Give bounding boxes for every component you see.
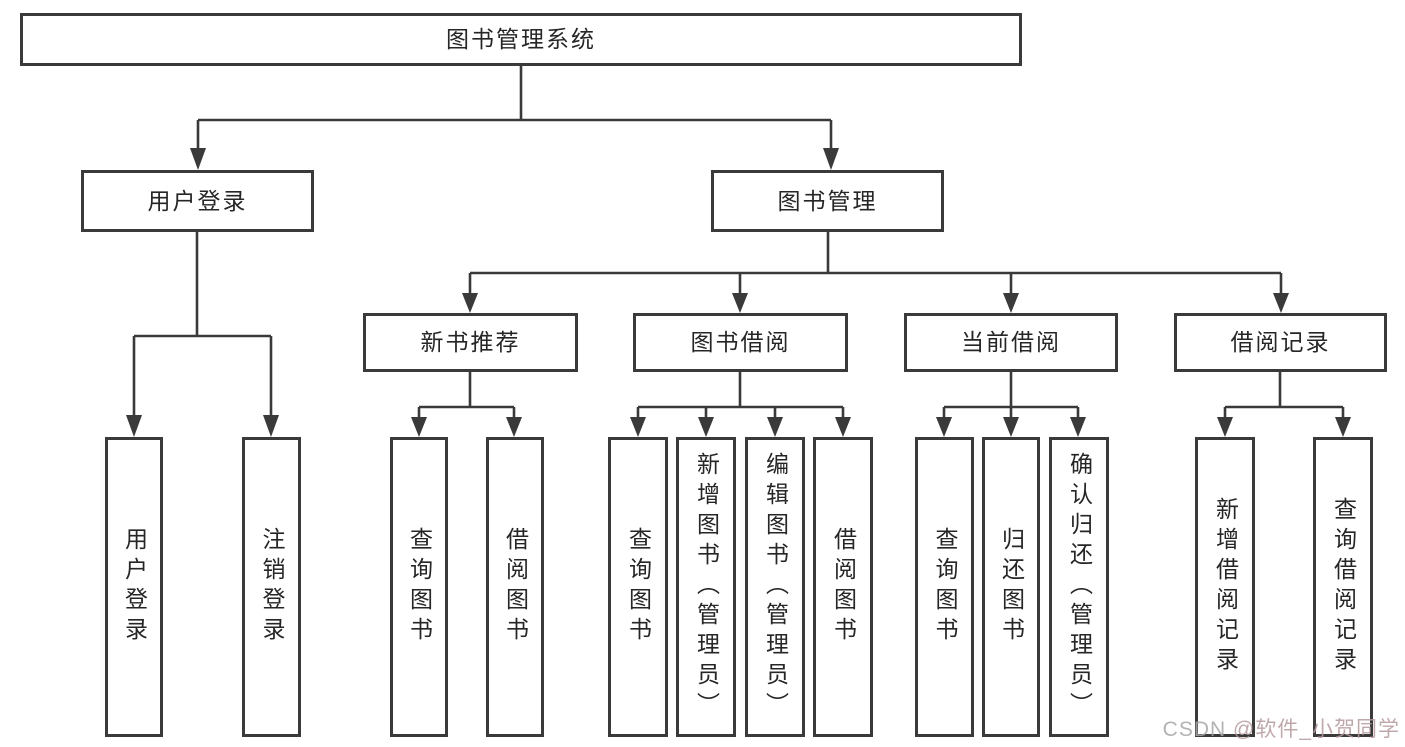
connector-records-split xyxy=(1217,372,1351,437)
leaf-current-query-book: 查询图书 xyxy=(915,437,974,737)
node-current-borrow: 当前借阅 xyxy=(904,313,1118,372)
leaf-add-book-admin-label: 新增图书（管理员） xyxy=(693,452,720,722)
node-book-management: 图书管理 xyxy=(711,170,944,232)
leaf-current-query-book-label: 查询图书 xyxy=(932,527,958,647)
leaf-add-borrow-record: 新增借阅记录 xyxy=(1195,437,1255,737)
leaf-edit-book-admin: 编辑图书（管理员） xyxy=(745,437,805,737)
leaf-user-login-label: 用户登录 xyxy=(121,527,148,647)
leaf-recommend-borrow-book-label: 借阅图书 xyxy=(502,527,529,647)
leaf-query-borrow-record: 查询借阅记录 xyxy=(1313,437,1373,737)
node-book-borrow-label: 图书借阅 xyxy=(690,329,791,355)
leaf-recommend-query-book-label: 查询图书 xyxy=(406,527,433,647)
node-new-book-recommend: 新书推荐 xyxy=(363,313,578,372)
node-root-label: 图书管理系统 xyxy=(446,26,596,52)
leaf-borrow-query-book: 查询图书 xyxy=(608,437,668,737)
leaf-logout-label: 注销登录 xyxy=(259,527,285,647)
node-user-login-label: 用户登录 xyxy=(147,187,248,214)
node-borrow-records: 借阅记录 xyxy=(1174,313,1387,372)
connector-root-split xyxy=(190,66,839,170)
connector-login-split xyxy=(126,232,279,437)
connector-management-split xyxy=(462,232,1289,313)
node-user-login: 用户登录 xyxy=(81,170,314,232)
connector-current-split xyxy=(936,372,1086,437)
leaf-recommend-query-book: 查询图书 xyxy=(390,437,448,737)
leaf-add-book-admin: 新增图书（管理员） xyxy=(676,437,736,737)
leaf-edit-book-admin-label: 编辑图书（管理员） xyxy=(762,452,789,722)
csdn-watermark: CSDN @软件_小贺同学 xyxy=(1163,713,1400,743)
leaf-user-login: 用户登录 xyxy=(105,437,163,737)
leaf-return-book: 归还图书 xyxy=(982,437,1040,737)
leaf-recommend-borrow-book: 借阅图书 xyxy=(486,437,544,737)
leaf-confirm-return-admin-label: 确认归还（管理员） xyxy=(1066,452,1093,722)
connector-recommend-split xyxy=(411,372,522,437)
leaf-borrow-book: 借阅图书 xyxy=(813,437,873,737)
node-current-borrow-label: 当前借阅 xyxy=(961,329,1061,355)
leaf-borrow-book-label: 借阅图书 xyxy=(830,527,857,647)
connector-borrow-split xyxy=(630,372,851,437)
leaf-add-borrow-record-label: 新增借阅记录 xyxy=(1212,497,1239,677)
leaf-borrow-query-book-label: 查询图书 xyxy=(625,527,652,647)
node-book-borrow: 图书借阅 xyxy=(633,313,848,372)
node-root: 图书管理系统 xyxy=(20,13,1022,66)
leaf-confirm-return-admin: 确认归还（管理员） xyxy=(1049,437,1109,737)
leaf-logout: 注销登录 xyxy=(242,437,301,737)
node-book-management-label: 图书管理 xyxy=(777,187,878,214)
node-borrow-records-label: 借阅记录 xyxy=(1230,329,1331,355)
leaf-query-borrow-record-label: 查询借阅记录 xyxy=(1330,497,1357,677)
csdn-watermark-prefix: CSDN xyxy=(1162,718,1233,741)
leaf-return-book-label: 归还图书 xyxy=(998,527,1025,647)
node-new-book-recommend-label: 新书推荐 xyxy=(420,329,521,355)
csdn-watermark-author: @软件_小贺同学 xyxy=(1233,718,1400,741)
